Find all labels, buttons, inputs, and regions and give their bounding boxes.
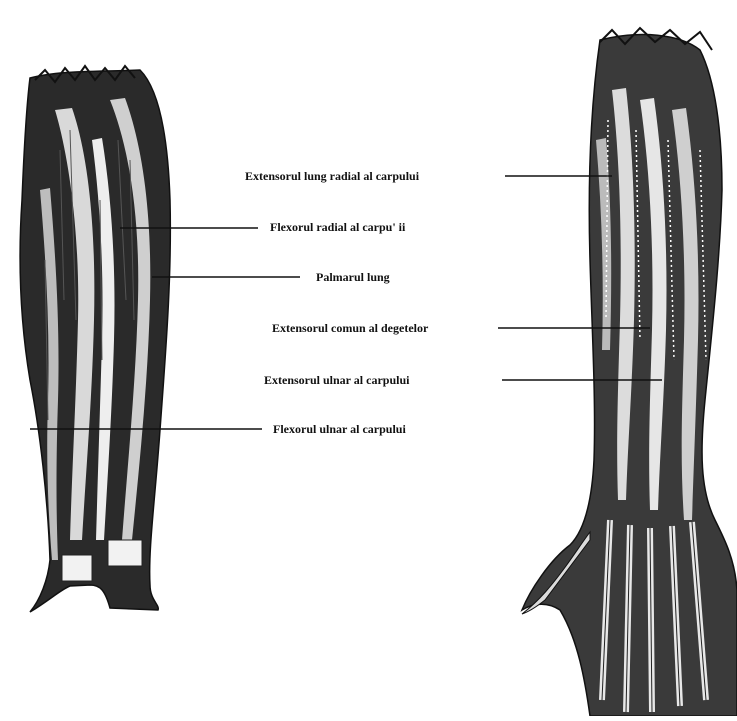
label-palmar-lung: Palmarul lung bbox=[316, 270, 390, 284]
left-forearm-anterior bbox=[20, 66, 170, 612]
label-extensor-lung-radial: Extensorul lung radial al carpului bbox=[245, 169, 419, 183]
label-extensor-ulnar: Extensorul ulnar al carpului bbox=[264, 373, 409, 387]
label-extensor-comun: Extensorul comun al degetelor bbox=[272, 321, 428, 335]
right-forearm-posterior bbox=[522, 28, 737, 716]
label-flexor-radial: Flexorul radial al carpu' ii bbox=[270, 220, 405, 234]
label-flexor-ulnar: Flexorul ulnar al carpului bbox=[273, 422, 406, 436]
